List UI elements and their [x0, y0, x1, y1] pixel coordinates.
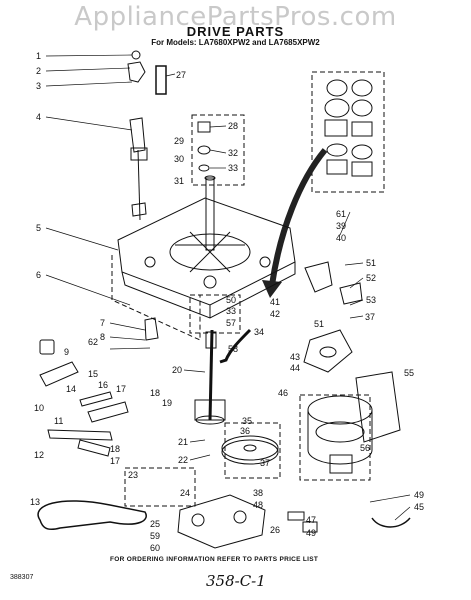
shift-link [144, 317, 159, 341]
callout-51a: 51 [366, 258, 376, 268]
callout-56: 56 [360, 443, 370, 453]
callout-4: 4 [36, 112, 41, 122]
callout-53: 53 [366, 295, 376, 305]
callout-25: 25 [150, 519, 160, 529]
motor-shield [355, 371, 401, 443]
callout-37b: 37 [365, 312, 375, 322]
callout-19: 19 [162, 398, 172, 408]
callout-7: 7 [100, 318, 105, 328]
callout-47: 47 [306, 515, 316, 525]
callout-18b: 18 [110, 444, 120, 454]
callout-21: 21 [178, 437, 188, 447]
callout-45: 45 [414, 502, 424, 512]
leader-lines [45, 54, 411, 521]
ordering-info-footer: FOR ORDERING INFORMATION REFER TO PARTS … [110, 556, 319, 563]
callout-18a: 18 [150, 388, 160, 398]
callout-43: 43 [290, 352, 300, 362]
callout-37a: 37 [260, 458, 270, 468]
drive-belt [37, 500, 147, 531]
callout-61: 61 [336, 209, 346, 219]
callout-50: 50 [226, 295, 236, 305]
callout-30: 30 [174, 154, 184, 164]
seal-inset-box [311, 71, 385, 193]
callout-55: 55 [404, 368, 414, 378]
drive-motor [307, 395, 373, 474]
callout-60: 60 [150, 543, 160, 553]
hose-clamp [371, 517, 411, 528]
callout-12: 12 [34, 450, 44, 460]
callout-31: 31 [174, 176, 184, 186]
callout-3: 3 [36, 81, 41, 91]
callout-5: 5 [36, 223, 41, 233]
callout-16: 16 [98, 380, 108, 390]
callout-33b: 33 [226, 306, 236, 316]
callout-33a: 33 [228, 163, 238, 173]
callout-15: 15 [88, 369, 98, 379]
callout-22: 22 [178, 455, 188, 465]
callout-36: 36 [240, 426, 250, 436]
callout-26: 26 [270, 525, 280, 535]
callout-27: 27 [176, 70, 186, 80]
motor-inset-box [299, 394, 371, 481]
callout-38: 38 [253, 488, 263, 498]
callout-17b: 17 [110, 456, 120, 466]
models-subtitle: For Models: LA7680XPW2 and LA7685XPW2 [151, 38, 320, 47]
clip-bracket [39, 361, 79, 387]
motor-mounting-bracket [303, 329, 353, 373]
callout-39: 39 [336, 221, 346, 231]
document-number: 388307 [10, 574, 34, 581]
callout-24: 24 [180, 488, 190, 498]
callout-23: 23 [128, 470, 138, 480]
callout-59: 59 [150, 531, 160, 541]
callout-42: 42 [270, 309, 280, 319]
part-callouts: 1 2 3 4 5 6 7 8 9 10 11 12 13 14 15 16 1… [30, 51, 424, 553]
callout-51b: 51 [314, 319, 324, 329]
top-bracket-assembly [127, 50, 167, 221]
callout-20: 20 [172, 365, 182, 375]
callout-40: 40 [336, 233, 346, 243]
callout-13: 13 [30, 497, 40, 507]
cam-spring [219, 328, 252, 364]
callout-44: 44 [290, 363, 300, 373]
callout-6: 6 [36, 270, 41, 280]
callout-62: 62 [88, 337, 98, 347]
spacer-inset-box [191, 114, 245, 186]
handwritten-note: 358-C-1 [206, 572, 266, 590]
agitator-shaft [208, 329, 214, 421]
callout-32: 32 [228, 148, 238, 158]
callout-8: 8 [100, 332, 105, 342]
callout-52: 52 [366, 273, 376, 283]
callout-1: 1 [36, 51, 41, 61]
callout-14: 14 [66, 384, 76, 394]
callout-17a: 17 [116, 384, 126, 394]
callout-46: 46 [278, 388, 288, 398]
callout-57: 57 [226, 318, 236, 328]
callout-10: 10 [34, 403, 44, 413]
callout-28: 28 [228, 121, 238, 131]
gearcase [177, 494, 266, 549]
callout-34: 34 [254, 327, 264, 337]
seal-stack [324, 79, 373, 177]
drive-pulley [221, 439, 279, 465]
inset-arrow [269, 148, 328, 286]
watermark: AppliancePartsPros.com [74, 2, 397, 32]
callout-58: 58 [228, 344, 238, 354]
diagram-title: DRIVE PARTS [186, 24, 285, 39]
callout-2: 2 [36, 66, 41, 76]
callout-48: 48 [253, 500, 263, 510]
callout-29: 29 [174, 136, 184, 146]
callout-41: 41 [270, 297, 280, 307]
callout-9: 9 [64, 347, 69, 357]
callout-49a: 49 [414, 490, 424, 500]
callout-49b: 49 [306, 528, 316, 538]
callout-11: 11 [54, 416, 63, 426]
callout-35: 35 [242, 416, 252, 426]
